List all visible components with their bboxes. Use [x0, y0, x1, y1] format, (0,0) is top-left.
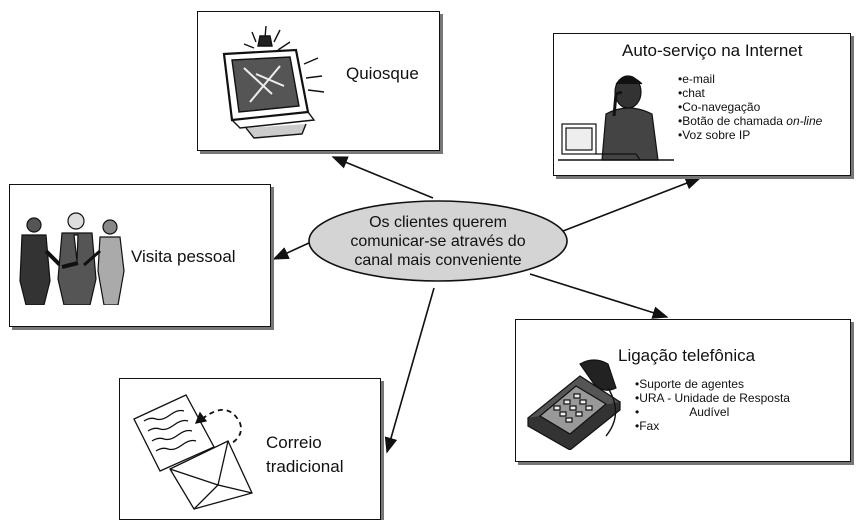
center-line-3: canal mais conveniente: [354, 251, 522, 269]
telephone-icon: [526, 359, 621, 450]
bullet-cobrowsing: Co-navegação: [678, 100, 822, 114]
arrow-to-kiosk: [331, 156, 434, 199]
person-at-computer-icon: [558, 75, 674, 161]
bullet-callback-text: Botão de chamada: [682, 114, 787, 128]
bullet-fax: Fax: [635, 419, 790, 433]
phone-title: Ligação telefônica: [618, 346, 756, 365]
center-line-2: comunicar-se através do: [350, 232, 526, 250]
bullet-email: e-mail: [678, 72, 822, 86]
mail-title: Correio tradicional: [266, 431, 344, 479]
center-ellipse: [308, 200, 568, 282]
bullet-ivr: URA - Unidade de Resposta: [635, 391, 790, 405]
visit-title: Visita pessoal: [131, 247, 236, 266]
mail-box: Correio tradicional: [119, 378, 381, 520]
people-handshake-icon: [19, 212, 125, 305]
phone-box: Ligação telefônica Suporte de agentes UR…: [515, 319, 851, 462]
bullet-callback-button: Botão de chamada on-line: [678, 114, 822, 128]
kiosk-title: Quiosque: [346, 64, 419, 83]
bullet-ivr-continuation: Audível: [635, 405, 790, 419]
internet-title: Auto-serviço na Internet: [622, 41, 803, 60]
kiosk-computer-icon: [222, 25, 325, 139]
bullet-callback-italic: on-line: [786, 114, 823, 128]
arrow-to-mail: [384, 287, 435, 454]
bullet-voip: Voz sobre IP: [678, 128, 822, 142]
bullet-agent-support: Suporte de agentes: [635, 377, 790, 391]
mail-title-line-2: tradicional: [266, 457, 344, 476]
internet-bullets: e-mail chat Co-navegação Botão de chamad…: [678, 72, 822, 142]
envelope-letter-icon: [133, 394, 253, 510]
kiosk-box: Quiosque: [197, 11, 440, 151]
center-line-1: Os clientes querem: [369, 213, 507, 231]
center-statement: Os clientes querem comunicar-se através …: [307, 200, 569, 282]
visit-box: Visita pessoal: [9, 184, 271, 327]
mail-title-line-1: Correio: [266, 433, 322, 452]
arrow-to-internet: [544, 177, 702, 239]
phone-bullets: Suporte de agentes URA - Unidade de Resp…: [635, 377, 790, 433]
internet-box: Auto-serviço na Internet e-mail chat Co-…: [553, 33, 851, 176]
arrow-to-phone: [529, 273, 669, 319]
bullet-chat: chat: [678, 86, 822, 100]
bullet-ivr-audible: Audível: [689, 405, 730, 419]
